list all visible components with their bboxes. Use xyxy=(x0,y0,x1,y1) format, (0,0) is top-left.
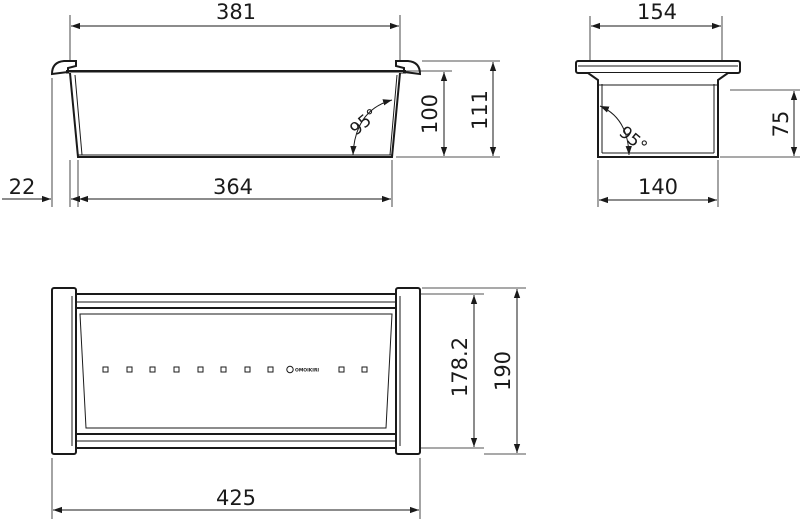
angle-arc-front xyxy=(350,99,393,156)
angle-arc-side xyxy=(599,105,632,156)
dim-label-381: 381 xyxy=(216,0,256,24)
dim-label-190: 190 xyxy=(491,351,515,391)
side-rim xyxy=(575,60,741,74)
front-basket-body xyxy=(69,72,401,158)
side-basket-body xyxy=(587,72,729,158)
top-right-cap xyxy=(395,287,421,455)
dim-label-425: 425 xyxy=(216,486,256,510)
brand-logo: OMOIKIRI xyxy=(286,365,319,374)
front-view: 381 364 22 95° 100 111 xyxy=(2,0,500,207)
top-left-cap xyxy=(51,287,77,455)
dim-label-22: 22 xyxy=(9,175,36,199)
dim-label-111: 111 xyxy=(468,90,492,130)
dim-label-364: 364 xyxy=(213,175,253,199)
front-left-rim xyxy=(50,60,77,76)
top-view: OMOIKIRI 425 178.2 190 xyxy=(51,287,526,519)
dim-label-100: 100 xyxy=(418,94,442,134)
perforation-row xyxy=(102,366,368,373)
side-view: 154 140 95° 75 xyxy=(575,0,800,207)
front-right-rim xyxy=(395,60,422,76)
dim-label-140: 140 xyxy=(638,175,678,199)
top-tray xyxy=(79,313,393,429)
dim-label-154: 154 xyxy=(637,0,677,24)
svg-text:OMOIKIRI: OMOIKIRI xyxy=(295,368,319,374)
dim-label-75: 75 xyxy=(769,111,793,138)
dim-label-178-2: 178.2 xyxy=(448,337,472,397)
